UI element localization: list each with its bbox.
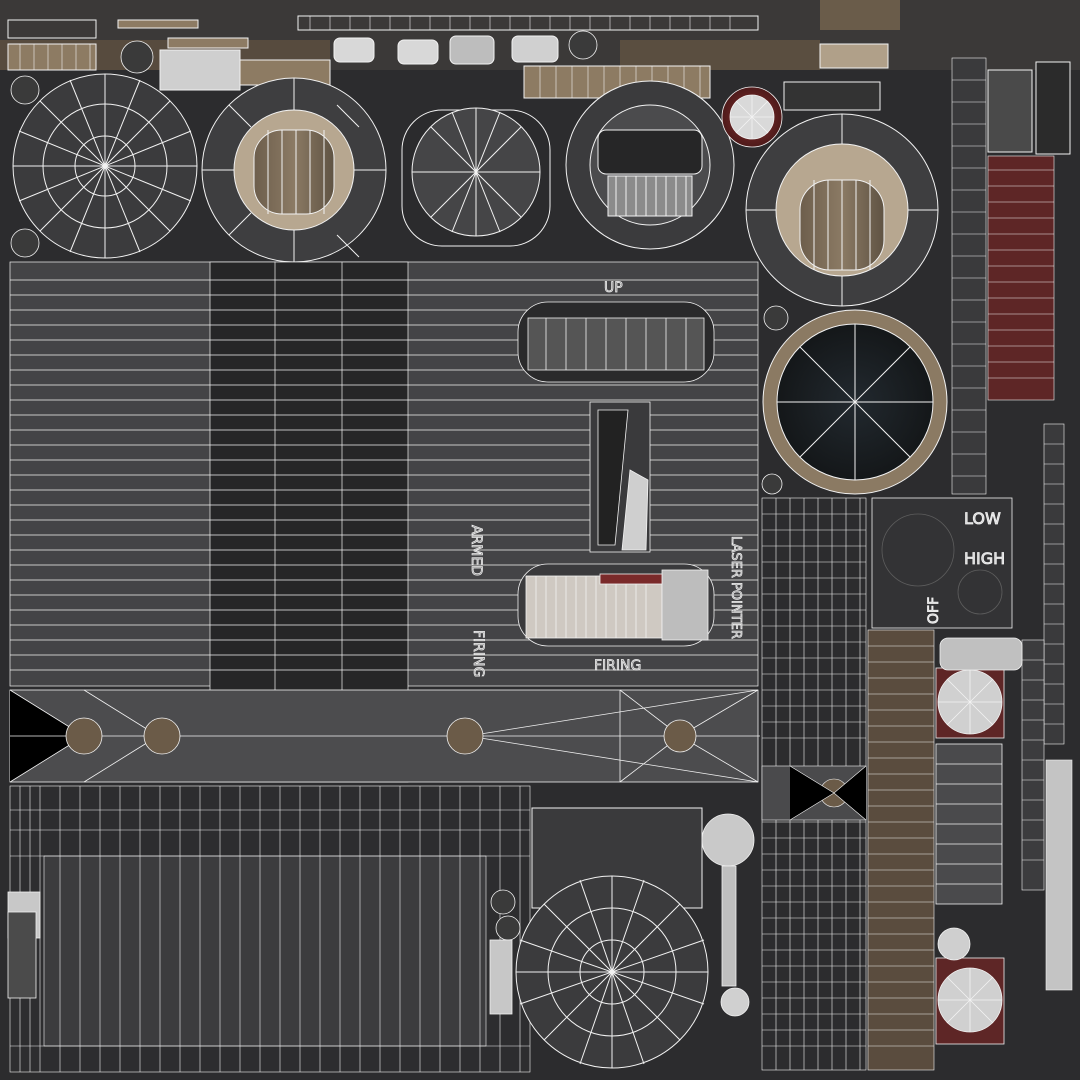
- ring-piece-2: [401, 107, 551, 247]
- ring-piece-4: [745, 113, 939, 307]
- ring-piece-3: [565, 80, 735, 250]
- selector-lever: [589, 401, 651, 553]
- right-strips: [951, 57, 1073, 991]
- right-red-rosettes: [935, 637, 1023, 1045]
- wheel-large-bottom: [515, 807, 709, 1069]
- brace-bar: [9, 689, 760, 783]
- top-strip: [0, 0, 1080, 155]
- bottom-left-grid: [9, 785, 531, 1073]
- right-strip-rungs: [952, 79, 1064, 861]
- label-laser-pointer: LASER POINTER: [728, 536, 743, 639]
- ring-piece-1: [201, 77, 387, 263]
- selector-cap-bottom: [517, 563, 715, 647]
- label-firing-horizontal: FIRING: [594, 658, 641, 674]
- top-strip-ticks: [19, 16, 731, 98]
- lens-ring: [762, 309, 948, 495]
- mid-right-grids: [761, 497, 935, 1071]
- label-firing-vertical: FIRING: [470, 630, 486, 677]
- red-rosette-top: [721, 86, 783, 148]
- small-rosettes: [10, 30, 789, 495]
- label-armed: ARMED: [468, 525, 484, 576]
- label-off: OFF: [926, 597, 942, 624]
- switch-plate: LOW HIGH OFF: [871, 497, 1013, 629]
- wheel-large-top-left: [12, 73, 198, 259]
- rod-piece: [701, 813, 755, 1017]
- label-low: LOW: [964, 509, 1001, 528]
- label-up: UP: [604, 280, 623, 296]
- label-high: HIGH: [964, 549, 1005, 568]
- selector-cap-top: [517, 301, 715, 383]
- left-lower-bits: [7, 889, 521, 1015]
